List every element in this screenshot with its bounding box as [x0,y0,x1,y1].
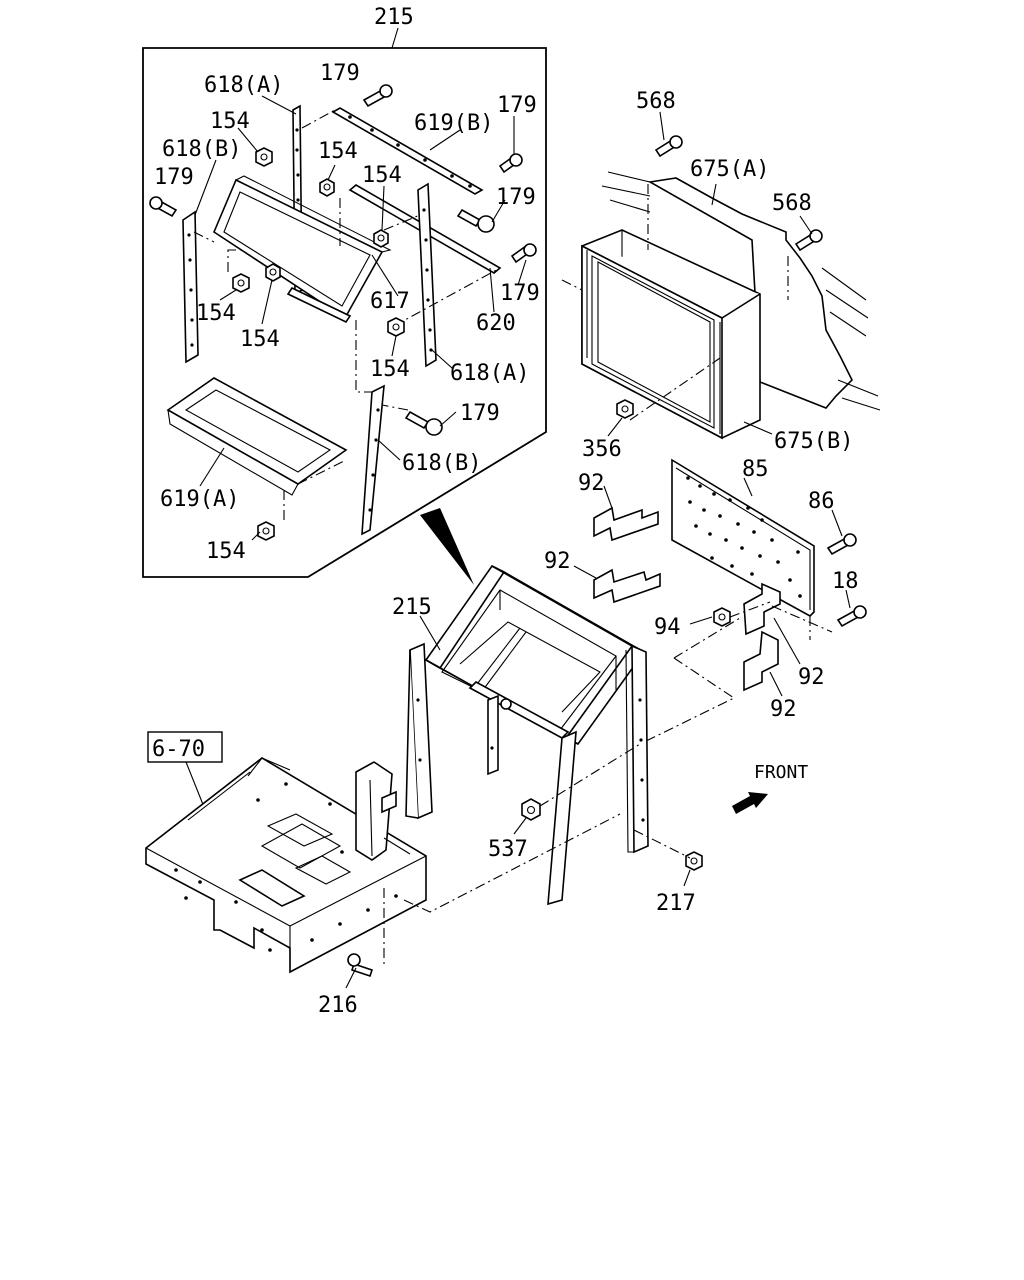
label-619b: 619(B) [414,111,493,136]
bracket-92-d: 92 [743,630,797,722]
label-216: 216 [318,993,358,1018]
bracket-92-a: 92 [578,471,659,542]
ref-box-6-70[interactable] [147,731,223,763]
frame-619a [166,377,348,496]
bolt-179-c [456,208,495,233]
bolt-179-d [510,243,537,264]
nut-154-d [232,273,250,293]
label-92-d: 92 [770,697,797,722]
label-217: 217 [656,891,696,916]
label-618b-top: 618(B) [162,137,241,162]
plate-85: 85 [671,457,815,617]
label-179-c: 179 [154,165,194,190]
nut-217: 217 [633,829,703,916]
nut-154-e [265,263,281,282]
nut-356 [616,399,634,419]
frame-617 [213,175,392,324]
bracket-92-c: 92 [743,582,825,690]
strip-618a-center [417,182,437,368]
front-indicator: FRONT [732,762,808,814]
bolt-18: 18 [832,569,867,628]
front-arrow-icon [732,792,768,814]
label-618a-top: 618(A) [204,73,283,98]
screw-568-b [794,229,823,252]
inset-pointer [420,508,474,585]
strip-618b-left [182,210,199,364]
nut-154-a [255,147,273,167]
label-179-f: 179 [460,401,500,426]
label-18: 18 [832,569,859,594]
label-154-c: 154 [362,163,402,188]
bolt-179-left [149,196,178,218]
label-618b-bot: 618(B) [402,451,481,476]
strip-618b-lower [361,384,385,536]
bolt-179-f [404,410,443,436]
label-618a-mid: 618(A) [450,361,529,386]
label-179-a: 179 [320,61,360,86]
nut-537: 537 [488,743,641,862]
detail-inset: 215 [142,5,547,578]
callout-215-top: 215 [374,5,414,30]
label-675b: 675(B) [774,429,853,454]
label-620: 620 [476,311,516,336]
label-537: 537 [488,837,528,862]
label-154-f: 154 [370,357,410,382]
label-94: 94 [654,615,681,640]
label-154-g: 154 [206,539,246,564]
label-85: 85 [742,457,769,482]
label-92-c: 92 [798,665,825,690]
nut-154-c [373,229,389,248]
label-619a: 619(A) [160,487,239,512]
label-92-a: 92 [578,471,605,496]
bolt-179-b [498,153,523,174]
label-215-main: 215 [392,595,432,620]
nut-154-g [257,521,275,541]
nut-94: 94 [654,607,731,640]
label-front: FRONT [754,762,808,783]
base-6-70: 6-70 [145,731,621,974]
label-356: 356 [582,437,622,462]
box-675: 568 675(A) 568 356 675(B) [561,89,881,462]
screw-568-a [654,135,683,158]
label-179-d: 179 [496,185,536,210]
label-179-b: 179 [497,93,537,118]
label-154-d: 154 [196,301,236,326]
label-154-a: 154 [210,109,250,134]
bolt-179-top [362,84,393,108]
bolt-86: 86 [808,489,857,556]
label-568-b: 568 [772,191,812,216]
label-179-e: 179 [500,281,540,306]
nut-154-f [387,317,405,337]
nut-154-b [319,178,335,197]
label-568-a: 568 [636,89,676,114]
main-frame-215: 215 [392,564,649,906]
label-92-b: 92 [544,549,571,574]
label-154-e: 154 [240,327,280,352]
label-6-70: 6-70 [152,737,205,762]
label-617: 617 [370,289,410,314]
bar-619b [331,107,484,195]
label-675a: 675(A) [690,157,769,182]
bolt-216: 216 [318,953,374,1018]
label-86: 86 [808,489,835,514]
bracket-92-b: 92 [544,549,661,604]
label-154-b: 154 [318,139,358,164]
